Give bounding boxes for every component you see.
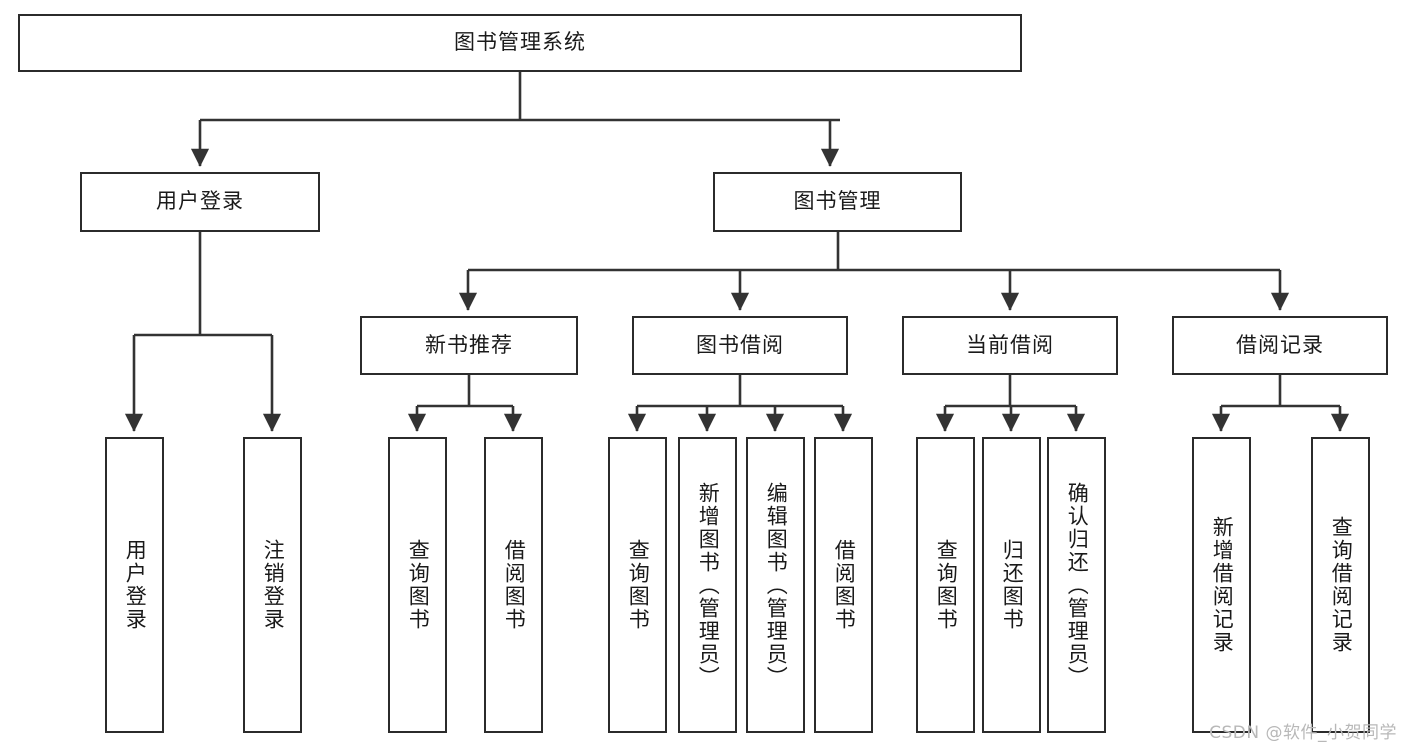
node-level1-user-login[interactable]: 用户登录 <box>80 172 320 232</box>
node-leaf-add-book-admin-label: 新增图书（管理员） <box>696 481 721 689</box>
node-leaf-query-books-borrow[interactable]: 查询图书 <box>608 437 667 733</box>
node-leaf-user-login[interactable]: 用户登录 <box>105 437 164 733</box>
node-leaf-confirm-return-admin-label: 确认归还（管理员） <box>1065 481 1090 689</box>
node-level2-book-borrow[interactable]: 图书借阅 <box>632 316 848 375</box>
node-leaf-query-borrow-record-label: 查询借阅记录 <box>1329 516 1354 654</box>
node-level1-book-management[interactable]: 图书管理 <box>713 172 962 232</box>
node-leaf-query-books-new[interactable]: 查询图书 <box>388 437 447 733</box>
node-leaf-borrow-books-new[interactable]: 借阅图书 <box>484 437 543 733</box>
connector-borrow-to-leaves <box>627 375 853 432</box>
connector-newbooks-to-leaves <box>407 375 523 432</box>
node-level2-borrow-records-label: 借阅记录 <box>1236 332 1324 357</box>
connector-root-to-level1 <box>190 72 840 167</box>
node-root-label: 图书管理系统 <box>454 30 586 55</box>
node-leaf-confirm-return-admin[interactable]: 确认归还（管理员） <box>1047 437 1106 733</box>
node-leaf-add-borrow-record-label: 新增借阅记录 <box>1210 516 1235 654</box>
node-level2-new-book-recommend-label: 新书推荐 <box>425 332 513 357</box>
node-level2-book-borrow-label: 图书借阅 <box>696 332 784 357</box>
node-leaf-query-books-current[interactable]: 查询图书 <box>916 437 975 733</box>
node-leaf-borrow-books-new-label: 借阅图书 <box>502 539 527 631</box>
node-leaf-logout-label: 注销登录 <box>261 539 286 631</box>
node-leaf-borrow-books-label: 借阅图书 <box>832 539 857 631</box>
node-leaf-add-borrow-record[interactable]: 新增借阅记录 <box>1192 437 1251 733</box>
node-leaf-user-login-label: 用户登录 <box>123 539 148 631</box>
node-leaf-query-books-current-label: 查询图书 <box>934 539 959 631</box>
node-level2-borrow-records[interactable]: 借阅记录 <box>1172 316 1388 375</box>
node-leaf-logout[interactable]: 注销登录 <box>243 437 302 733</box>
node-leaf-edit-book-admin[interactable]: 编辑图书（管理员） <box>746 437 805 733</box>
node-level2-new-book-recommend[interactable]: 新书推荐 <box>360 316 578 375</box>
node-level1-book-management-label: 图书管理 <box>793 189 882 214</box>
node-leaf-add-book-admin[interactable]: 新增图书（管理员） <box>678 437 737 733</box>
node-leaf-return-books-label: 归还图书 <box>1000 539 1025 631</box>
node-leaf-borrow-books[interactable]: 借阅图书 <box>814 437 873 733</box>
node-leaf-return-books[interactable]: 归还图书 <box>982 437 1041 733</box>
node-leaf-query-books-borrow-label: 查询图书 <box>626 539 651 631</box>
node-root[interactable]: 图书管理系统 <box>18 14 1022 72</box>
connector-records-to-leaves <box>1211 375 1350 432</box>
node-level1-user-login-label: 用户登录 <box>156 189 244 214</box>
connector-current-to-leaves <box>935 375 1086 432</box>
watermark: CSDN @软件_小贺同学 <box>1209 723 1397 743</box>
node-leaf-query-borrow-record[interactable]: 查询借阅记录 <box>1311 437 1370 733</box>
node-level2-current-borrow[interactable]: 当前借阅 <box>902 316 1118 375</box>
node-leaf-query-books-new-label: 查询图书 <box>406 539 431 631</box>
connector-userlogin-to-leaves <box>124 232 282 432</box>
node-leaf-edit-book-admin-label: 编辑图书（管理员） <box>764 481 789 689</box>
node-level2-current-borrow-label: 当前借阅 <box>966 332 1054 357</box>
connector-bookmgmt-to-level2 <box>458 232 1290 311</box>
